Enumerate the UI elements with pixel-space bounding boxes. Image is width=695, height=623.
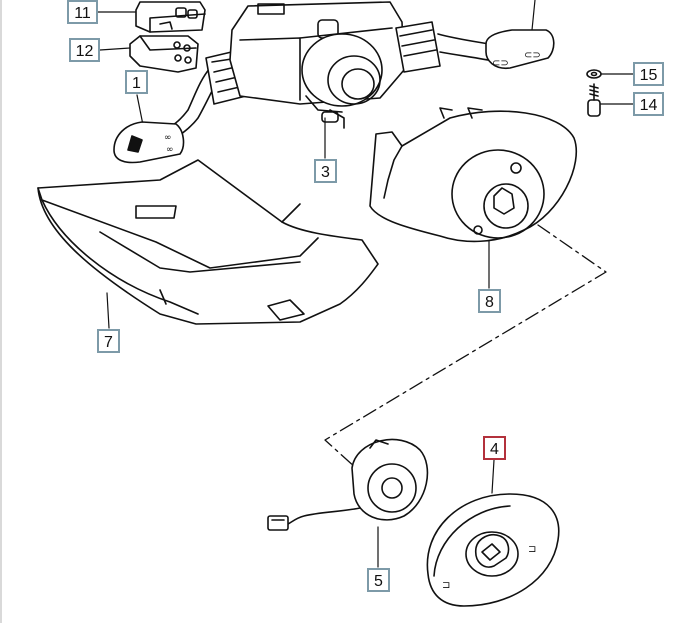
part-11-switch-housing [135,1,206,33]
callout-4[interactable]: 4 [483,436,506,460]
callout-12[interactable]: 12 [69,38,100,62]
column-switch-body [229,1,405,129]
assembly-line [324,224,607,469]
svg-text:∞: ∞ [164,133,172,143]
svg-text:⊐: ⊐ [442,580,450,591]
svg-text:⊂⊃: ⊂⊃ [524,50,541,61]
callout-3[interactable]: 3 [314,159,337,183]
leader-lines [97,0,634,568]
callout-14[interactable]: 14 [633,92,664,116]
callout-7[interactable]: 7 [97,329,120,353]
callout-8[interactable]: 8 [478,289,501,313]
svg-text:⊐: ⊐ [528,544,536,555]
part-15-washer [586,69,602,79]
frame-edge [0,0,2,623]
part-7-lower-shroud [37,159,379,325]
callout-1[interactable]: 1 [125,70,148,94]
svg-text:⊂⊃: ⊂⊃ [492,58,509,69]
callout-11[interactable]: 11 [67,0,98,24]
part-12-switch-block [129,35,199,73]
part-5-clock-spring [267,438,429,531]
part-4-horn-pad: ⊐ ⊐ [426,493,560,607]
svg-text:∞: ∞ [166,145,174,155]
callout-5[interactable]: 5 [367,568,390,592]
part-8-upper-shroud [369,107,578,243]
callout-15[interactable]: 15 [633,62,664,86]
part-14-screw [587,83,601,117]
right-stalk-lever: ⊂⊃ ⊂⊃ [395,21,555,73]
